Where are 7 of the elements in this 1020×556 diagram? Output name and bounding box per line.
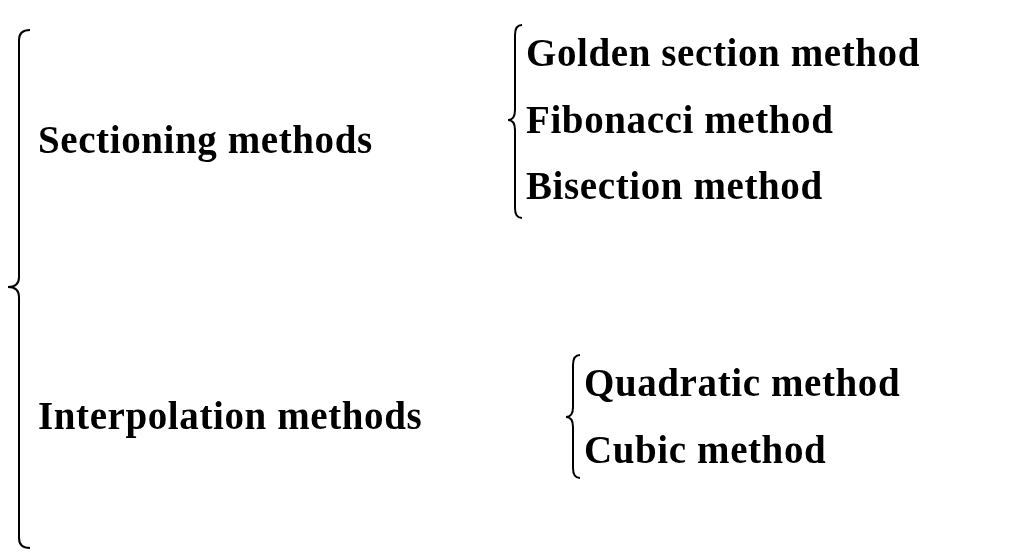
method-label: Sectioning methods	[38, 118, 373, 162]
method-label: Bisection method	[526, 164, 823, 208]
method-label: Fibonacci method	[526, 98, 834, 142]
method-label: Interpolation methods	[38, 394, 423, 438]
method-label: Quadratic method	[584, 361, 901, 405]
method-label: Golden section method	[526, 31, 920, 75]
method-label: Cubic method	[584, 428, 827, 472]
